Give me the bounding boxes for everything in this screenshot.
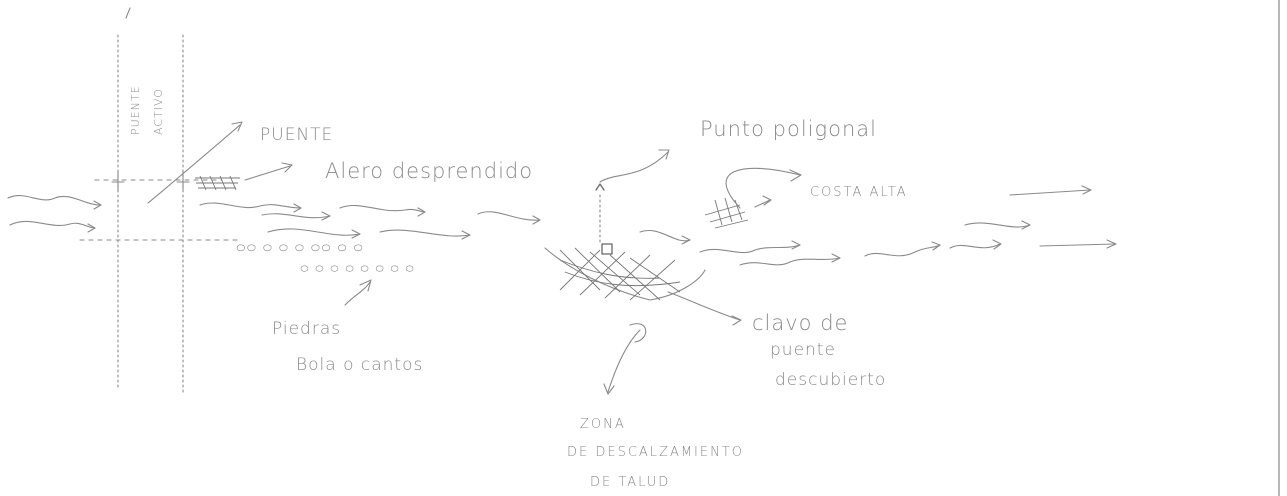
clavo-leader: [668, 292, 741, 325]
label-descubierto: descubierto: [775, 370, 886, 390]
label-puente: PUENTE: [260, 125, 333, 145]
road-vertical-label: PUENTE ACTIVO: [126, 8, 165, 135]
label-de-descalzamiento: DE DESCALZAMIENTO: [567, 445, 744, 460]
scour-hatch-zone: [545, 244, 705, 300]
label-puente-2: puente: [770, 340, 836, 360]
zona-leader: [604, 324, 646, 394]
label-clavo-de: clavo de: [752, 311, 848, 335]
stones-cluster: ᴑᴑ ᴑ ᴑ ᴑ ᴑᴑ ᴑ ᴑ ᴑ ᴑ ᴑ ᴑ ᴑ ᴑ ᴑ ᴑ: [236, 240, 415, 305]
vertical-label-col2: ACTIVO: [152, 88, 165, 135]
river-boundary-lines: [80, 172, 240, 240]
label-zona: ZONA: [580, 417, 626, 432]
survey-point-leader: [596, 150, 669, 242]
svg-text:ᴑᴑ ᴑ ᴑ ᴑ ᴑᴑ ᴑ ᴑ: ᴑᴑ ᴑ ᴑ ᴑ ᴑᴑ ᴑ ᴑ: [236, 240, 364, 256]
label-costa-alta: COSTA ALTA: [810, 185, 908, 200]
label-piedras: Piedras: [272, 319, 341, 339]
road-vertical-lines: [118, 35, 183, 395]
label-punto-poligonal: Punto poligonal: [700, 117, 877, 141]
vertical-label-col1: PUENTE: [129, 85, 142, 135]
label-de-talud: DE TALUD: [590, 475, 670, 490]
costa-alta-marker: [705, 168, 801, 228]
svg-text:ᴑ ᴑ ᴑ ᴑ ᴑ ᴑ ᴑ ᴑ: ᴑ ᴑ ᴑ ᴑ ᴑ ᴑ ᴑ ᴑ: [300, 261, 415, 276]
label-alero-desprendido: Alero desprendido: [325, 159, 533, 183]
overhang-hatch: [195, 163, 292, 190]
flow-arrows-upper: [8, 196, 540, 224]
flow-arrows-lower: [10, 221, 470, 239]
label-bola-o-cantos: Bola o cantos: [296, 355, 423, 375]
